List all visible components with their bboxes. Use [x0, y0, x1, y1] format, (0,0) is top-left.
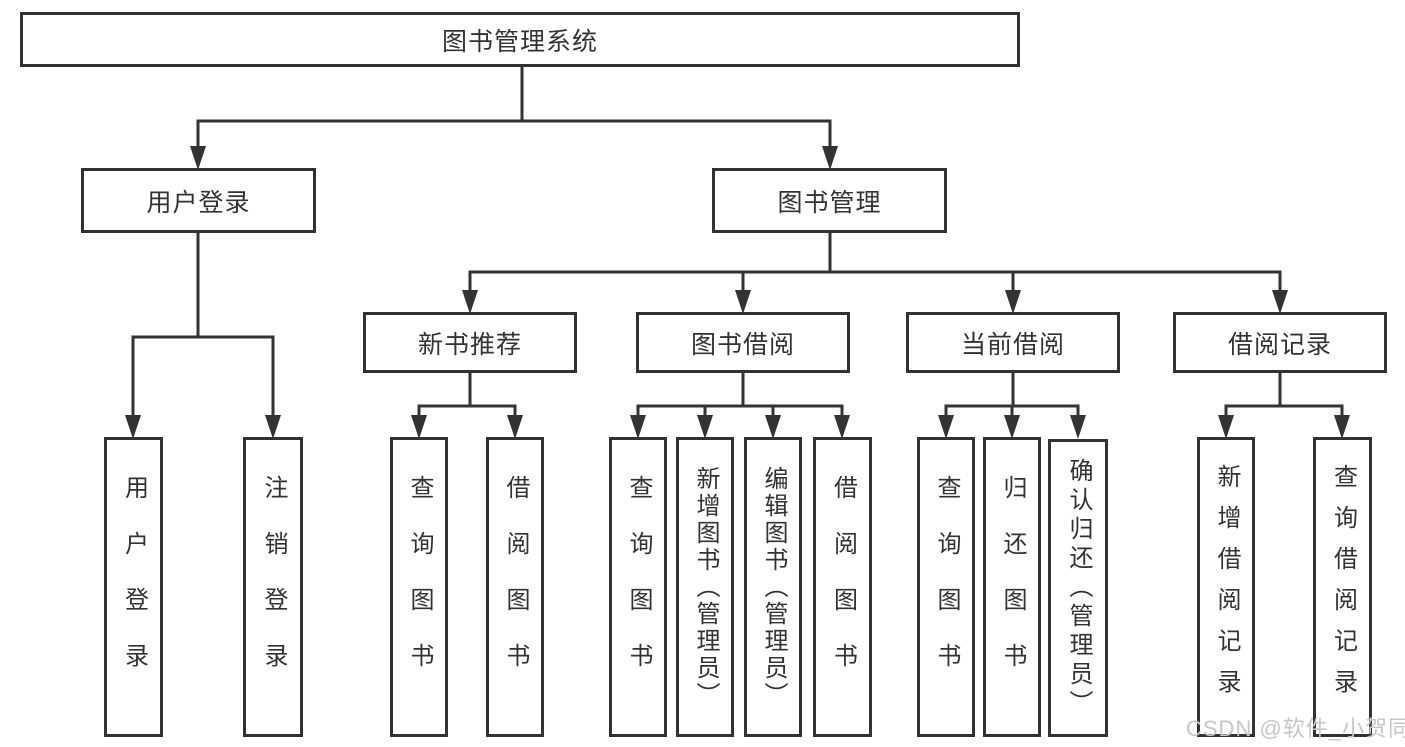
leaf-logout-label: 注销登录 — [260, 475, 287, 699]
csdn-watermark: CSDN @软件_小贺同学 — [1186, 716, 1405, 741]
node-borrowing-records-label: 借阅记录 — [1227, 330, 1332, 359]
leaf-edit-books-admin: 编辑图书（管理员） — [744, 437, 802, 737]
leaf-return-books-label: 归还图书 — [999, 475, 1026, 699]
leaf-user-login-label: 用户登录 — [120, 475, 148, 699]
leaf-confirm-return-admin: 确认归还（管理员） — [1048, 439, 1108, 737]
node-new-book-recommend-label: 新书推荐 — [417, 330, 522, 359]
node-borrowing-records: 借阅记录 — [1173, 312, 1387, 373]
leaf-query-books-3: 查询图书 — [917, 437, 975, 737]
leaf-add-borrow-record-label: 新增借阅记录 — [1213, 464, 1240, 710]
leaf-edit-books-admin-label: 编辑图书（管理员） — [760, 465, 787, 709]
leaf-query-books-1: 查询图书 — [390, 437, 448, 737]
node-book-management-label: 图书管理 — [777, 188, 882, 217]
leaf-query-borrow-record: 查询借阅记录 — [1313, 437, 1372, 737]
node-current-borrowing-label: 当前借阅 — [960, 330, 1065, 359]
leaf-borrow-books-2: 借阅图书 — [813, 437, 872, 737]
leaf-borrow-books-2-label: 借阅图书 — [829, 475, 857, 699]
leaf-query-books-2-label: 查询图书 — [625, 475, 652, 699]
leaf-query-books-2: 查询图书 — [609, 437, 667, 737]
node-book-borrowing-label: 图书借阅 — [690, 330, 795, 359]
leaf-add-books-admin-label: 新增图书（管理员） — [692, 465, 719, 709]
node-root-label: 图书管理系统 — [441, 27, 598, 56]
leaf-query-borrow-record-label: 查询借阅记录 — [1329, 464, 1357, 710]
node-user-login: 用户登录 — [81, 168, 316, 233]
node-book-management: 图书管理 — [712, 168, 947, 233]
leaf-query-books-3-label: 查询图书 — [933, 475, 960, 699]
node-root: 图书管理系统 — [20, 12, 1020, 67]
leaf-query-books-1-label: 查询图书 — [406, 475, 433, 699]
leaf-add-borrow-record: 新增借阅记录 — [1197, 437, 1255, 737]
leaf-confirm-return-admin-label: 确认归还（管理员） — [1065, 457, 1092, 719]
node-user-login-label: 用户登录 — [146, 188, 251, 217]
node-new-book-recommend: 新书推荐 — [363, 312, 577, 373]
leaf-user-login: 用户登录 — [104, 437, 163, 737]
leaf-add-books-admin: 新增图书（管理员） — [676, 437, 734, 737]
node-book-borrowing: 图书借阅 — [636, 312, 850, 373]
node-current-borrowing: 当前借阅 — [906, 312, 1120, 373]
leaf-return-books: 归还图书 — [983, 437, 1041, 737]
leaf-borrow-books-1-label: 借阅图书 — [502, 475, 529, 699]
leaf-logout: 注销登录 — [243, 437, 303, 737]
leaf-borrow-books-1: 借阅图书 — [486, 437, 544, 737]
